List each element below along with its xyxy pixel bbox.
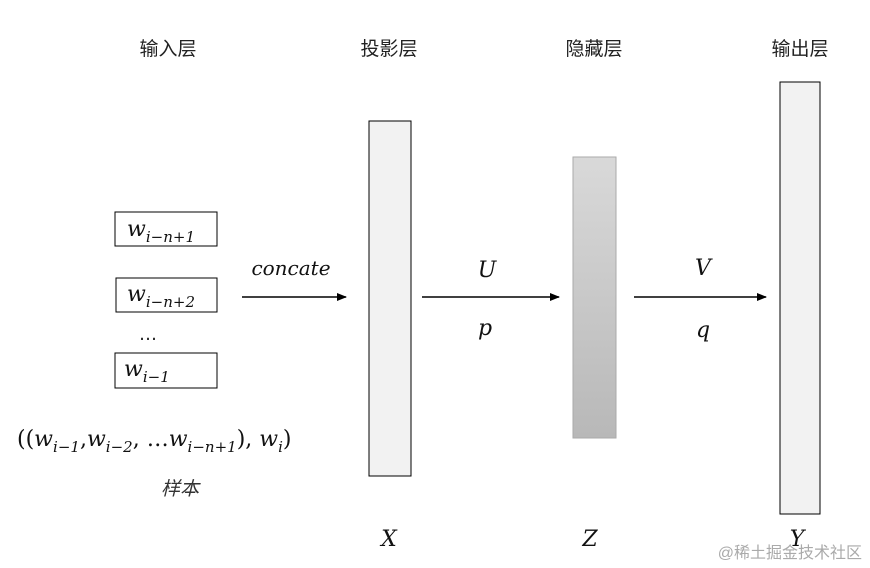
hidden-Z-label: Z bbox=[581, 527, 598, 552]
svg-text:wi−1: wi−1 bbox=[124, 357, 170, 386]
bias-q-label: q bbox=[696, 318, 710, 343]
svg-text:wi−n+1: wi−n+1 bbox=[127, 217, 195, 246]
svg-text:wi−n+2: wi−n+2 bbox=[127, 282, 195, 311]
projection-layer-box bbox=[368, 120, 412, 477]
input-word-box-1: wi−n+1 bbox=[114, 211, 218, 247]
word-sub: i−n+2 bbox=[146, 293, 195, 311]
word-base: w bbox=[124, 357, 143, 382]
input-layer-title: 输入层 bbox=[139, 38, 196, 60]
word-base: w bbox=[127, 217, 146, 242]
weight-U-label: U bbox=[478, 258, 498, 283]
word-base: w bbox=[127, 282, 146, 307]
output-layer-title: 输出层 bbox=[771, 38, 828, 60]
projection-X-label: X bbox=[379, 527, 398, 552]
input-word-box-2: wi−n+2 bbox=[115, 277, 218, 313]
sample-tuple: ((wi−1,wi−2, …wi−n+1), wi) bbox=[17, 427, 292, 456]
sample-label: 样本 bbox=[161, 478, 201, 500]
hidden-layer-title: 隐藏层 bbox=[565, 38, 622, 60]
word-sub: i−n+1 bbox=[146, 228, 195, 246]
output-layer-box bbox=[779, 81, 821, 515]
input-word-box-3: wi−1 bbox=[114, 352, 218, 389]
bias-p-label: p bbox=[478, 316, 492, 341]
word-sub: i−1 bbox=[143, 368, 170, 386]
weight-V-label: V bbox=[695, 256, 713, 281]
output-Y-label: Y bbox=[790, 527, 807, 552]
hidden-layer-box bbox=[572, 156, 617, 439]
projection-layer-title: 投影层 bbox=[360, 38, 417, 60]
input-ellipsis: … bbox=[139, 324, 157, 345]
concat-label: concate bbox=[251, 256, 330, 280]
watermark: @稀土掘金技术社区 bbox=[718, 544, 862, 562]
